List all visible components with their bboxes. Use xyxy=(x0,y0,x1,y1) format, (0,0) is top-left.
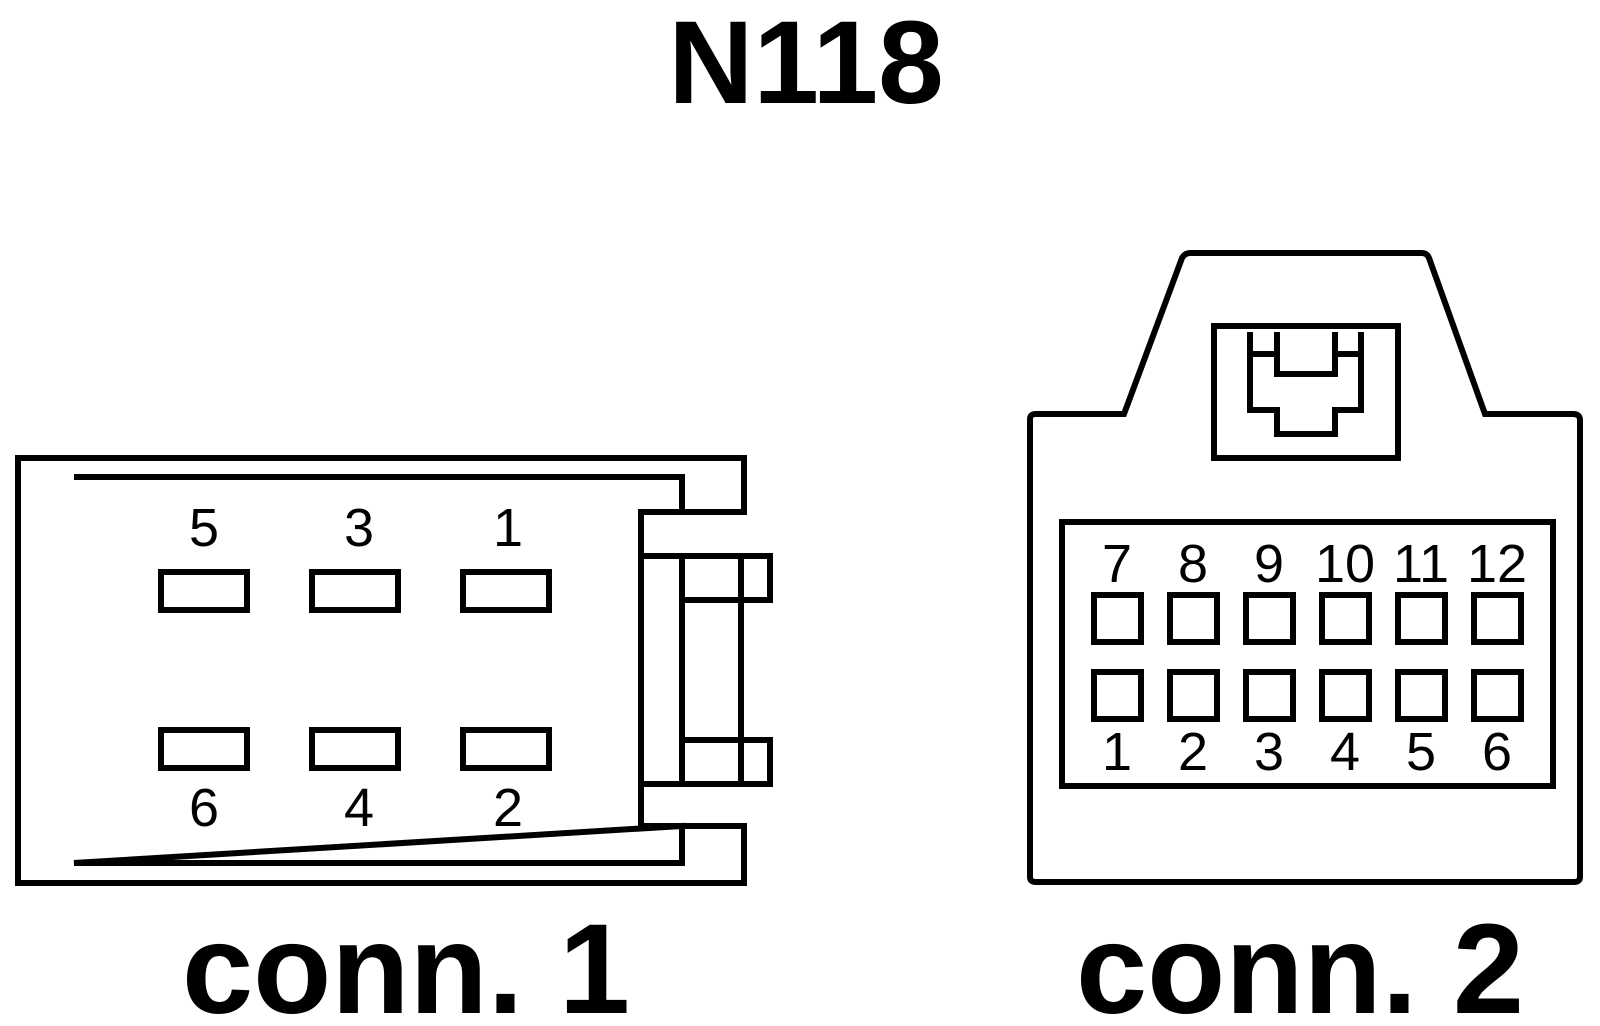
connector-2-pin-field xyxy=(1059,519,1556,789)
connector-1-pin-label: 4 xyxy=(344,778,374,838)
connector-2-pin-5 xyxy=(1395,669,1448,722)
connector-1-housing-inner xyxy=(73,474,685,866)
connector-2-pin-12 xyxy=(1471,592,1524,645)
connector-2-pin-7 xyxy=(1091,592,1144,645)
connector-2-pin-label: 8 xyxy=(1178,534,1208,594)
connector-1-label: conn. 1 xyxy=(182,898,630,1026)
connector-1-pin-1 xyxy=(460,569,552,613)
connector-1-pin-5 xyxy=(158,569,250,613)
connector-1-housing-outer xyxy=(15,455,747,886)
connector-2-pin-label: 6 xyxy=(1482,722,1512,782)
connector-2-pin-label: 11 xyxy=(1393,534,1449,594)
connector-1-pin-label: 1 xyxy=(493,498,523,558)
connector-2-housing xyxy=(1027,250,1583,885)
connector-2: 7 8 9 10 11 12 1 2 3 4 5 6 conn. 2 xyxy=(1027,250,1583,1026)
connector-1-pin-3 xyxy=(309,569,401,613)
connector-2-pin-10 xyxy=(1319,592,1372,645)
connector-2-pin-label: 7 xyxy=(1102,534,1132,594)
connector-2-pin-label: 4 xyxy=(1330,722,1360,782)
connector-2-pin-9 xyxy=(1243,592,1296,645)
connector-1-pin-label: 6 xyxy=(189,778,219,838)
connector-2-key-symbol xyxy=(1247,332,1364,437)
connector-2-pin-1 xyxy=(1091,669,1144,722)
connector-1-pin-6 xyxy=(158,727,250,771)
connector-1-pin-4 xyxy=(309,727,401,771)
connector-2-pin-4 xyxy=(1319,669,1372,722)
connector-2-pin-label: 3 xyxy=(1254,722,1284,782)
connector-1-latch xyxy=(641,553,773,787)
connector-2-pin-3 xyxy=(1243,669,1296,722)
connector-1: 5 3 1 6 4 2 conn. 1 xyxy=(15,455,773,1026)
connector-2-pin-label: 5 xyxy=(1406,722,1436,782)
connector-2-pin-label: 9 xyxy=(1254,534,1284,594)
connector-2-label: conn. 2 xyxy=(1076,898,1524,1026)
diagram-title: N118 xyxy=(668,0,944,129)
connector-1-pin-label: 5 xyxy=(189,498,219,558)
connector-2-pin-6 xyxy=(1471,669,1524,722)
connector-1-pin-label: 3 xyxy=(344,498,374,558)
connector-2-key-window xyxy=(1211,323,1401,461)
connector-2-pin-label: 12 xyxy=(1467,534,1527,594)
connector-2-pin-label: 1 xyxy=(1102,722,1132,782)
connector-2-pin-11 xyxy=(1395,592,1448,645)
connector-2-pin-label: 10 xyxy=(1315,534,1375,594)
connector-2-pin-label: 2 xyxy=(1178,722,1208,782)
connector-2-pin-2 xyxy=(1167,669,1220,722)
connector-1-pin-label: 2 xyxy=(493,778,523,838)
connector-2-pin-8 xyxy=(1167,592,1220,645)
connector-1-pin-2 xyxy=(460,727,552,771)
